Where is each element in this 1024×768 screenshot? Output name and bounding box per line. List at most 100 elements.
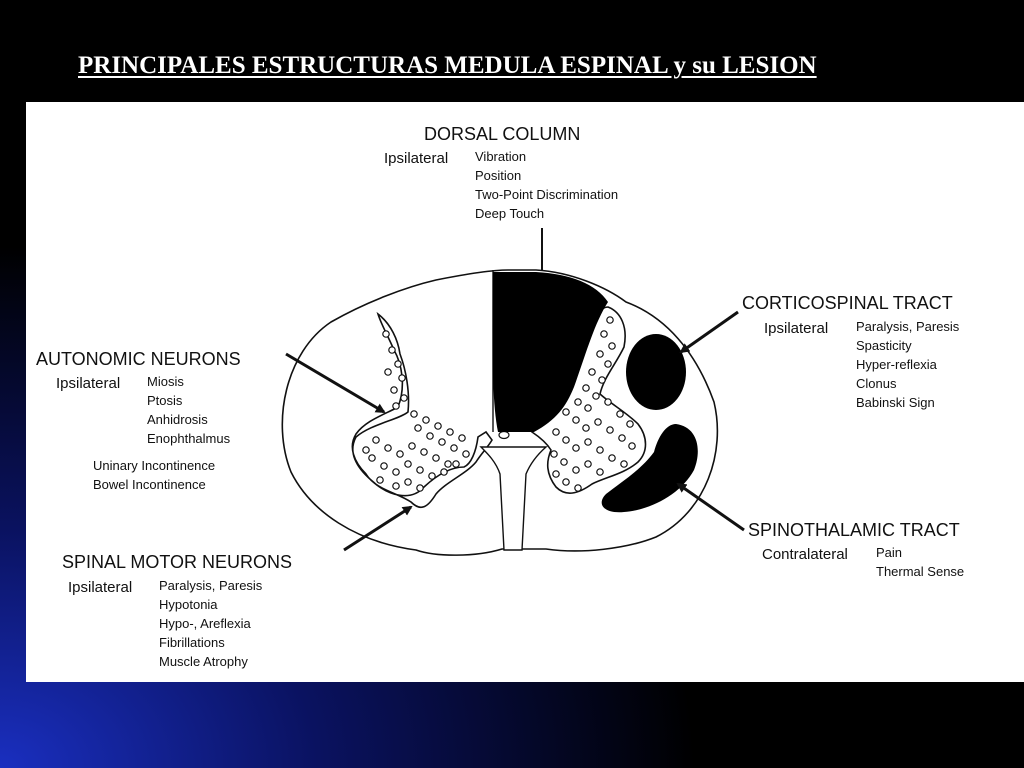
motor-item: Hypo-, Areflexia [159,616,252,631]
neuron-dot [552,470,560,478]
neuron-dot [362,446,370,454]
neuron-dot [462,450,470,458]
autonomic-item: Miosis [147,374,184,389]
neuron-dot [440,468,448,476]
neuron-dot [394,360,402,368]
neuron-dot [572,416,580,424]
neuron-dot [388,346,396,354]
corticospinal-region [626,334,686,410]
neuron-dot [452,460,460,468]
spinal-cord-diagram: DORSAL COLUMN Ipsilateral Vibration Posi… [36,124,964,669]
motor-side: Ipsilateral [68,579,132,596]
neuron-dot [434,422,442,430]
neuron-dot [416,466,424,474]
dorsal-item: Deep Touch [475,206,544,221]
neuron-dot [432,454,440,462]
neuron-dot [626,420,634,428]
neuron-dot [458,434,466,442]
neuron-dot [604,398,612,406]
dorsal-column-region [492,272,608,432]
neuron-dot [390,386,398,394]
neuron-dot [444,460,452,468]
corticospinal-heading: CORTICOSPINAL TRACT [742,293,953,313]
motor-heading: SPINAL MOTOR NEURONS [62,552,292,572]
neuron-dot [552,428,560,436]
motor-item: Fibrillations [159,635,225,650]
neuron-dot [582,424,590,432]
neuron-dot [574,484,582,492]
motor-item: Muscle Atrophy [159,654,248,669]
neuron-dot [592,392,600,400]
neuron-dot [416,484,424,492]
neuron-dot [392,468,400,476]
neuron-dot [620,460,628,468]
neuron-dot [608,342,616,350]
spinothalamic-item: Thermal Sense [876,564,964,579]
neuron-dot [618,434,626,442]
neuron-dot [628,442,636,450]
central-region [479,446,548,551]
neuron-dot [608,454,616,462]
neuron-dot [372,436,380,444]
neuron-dot [598,376,606,384]
spinothalamic-region [601,424,698,513]
neuron-dot [384,368,392,376]
neuron-dot [582,384,590,392]
neuron-dot [562,436,570,444]
neuron-dot [560,458,568,466]
neuron-dot [414,424,422,432]
autonomic-item: Enophthalmus [147,431,231,446]
neuron-dot [574,398,582,406]
neuron-dot [422,416,430,424]
neuron-dot [392,482,400,490]
motor-item: Paralysis, Paresis [159,578,263,593]
neuron-dot [588,368,596,376]
neuron-dot [446,428,454,436]
neuron-dot [382,330,390,338]
neuron-dot [420,448,428,456]
neuron-dot [392,402,400,410]
neuron-dot [408,442,416,450]
neuron-dot [450,444,458,452]
spinothalamic-item: Pain [876,545,902,560]
motor-item: Hypotonia [159,597,218,612]
autonomic-side: Ipsilateral [56,375,120,392]
neuron-dot [376,476,384,484]
corticospinal-item: Hyper-reflexia [856,357,938,372]
neuron-dot [604,360,612,368]
neuron-dot [550,450,558,458]
neuron-dot [368,454,376,462]
spinothalamic-side: Contralateral [762,546,848,563]
motor-arrow [343,505,413,552]
neuron-dot [380,462,388,470]
neuron-dot [606,316,614,324]
neuron-dot [616,410,624,418]
diagram-panel: DORSAL COLUMN Ipsilateral Vibration Posi… [26,102,1024,682]
neuron-dot [596,446,604,454]
neuron-dot [404,478,412,486]
neuron-dot [428,472,436,480]
neuron-dot [596,468,604,476]
neuron-dot [594,418,602,426]
neuron-dot [410,410,418,418]
autonomic-extra: Uninary Incontinence [93,458,215,473]
corticospinal-item: Paralysis, Paresis [856,319,960,334]
autonomic-item: Anhidrosis [147,412,208,427]
dorsal-side: Ipsilateral [384,150,448,167]
neuron-dot [562,408,570,416]
autonomic-arrow [285,352,386,414]
neuron-dots [362,316,636,492]
slide-title: PRINCIPALES ESTRUCTURAS MEDULA ESPINAL y… [78,52,817,79]
spinothalamic-arrow [676,482,745,532]
neuron-dot [584,460,592,468]
autonomic-item: Ptosis [147,393,183,408]
dorsal-item: Vibration [475,149,526,164]
neuron-dot [400,394,408,402]
neuron-dot [596,350,604,358]
corticospinal-side: Ipsilateral [764,320,828,337]
autonomic-heading: AUTONOMIC NEURONS [36,349,241,369]
neuron-dot [584,404,592,412]
corticospinal-arrow [679,310,739,354]
neuron-dot [562,478,570,486]
neuron-dot [396,450,404,458]
